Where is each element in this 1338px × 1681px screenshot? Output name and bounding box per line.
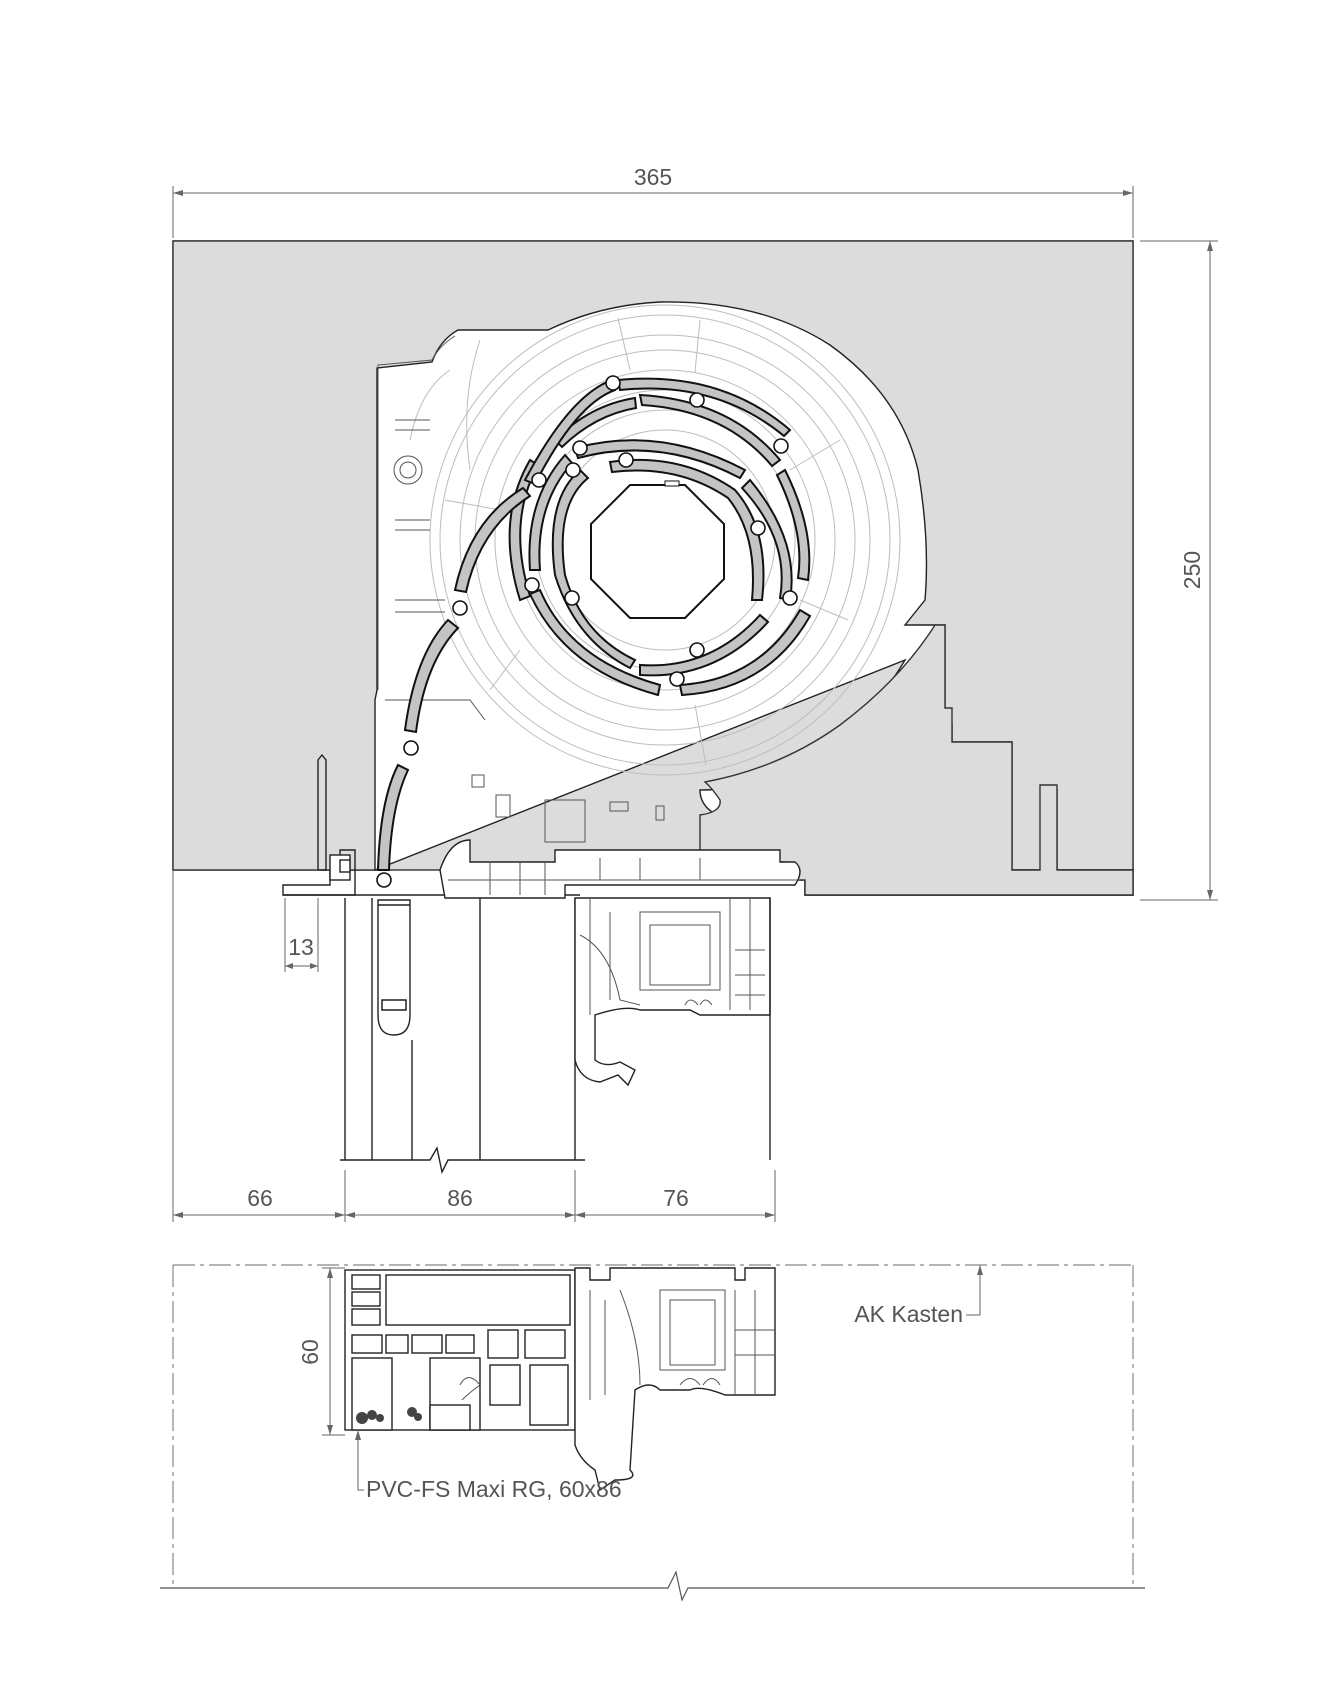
dimension-spans: 66 86 76 bbox=[172, 870, 776, 1222]
dimension-total-width: 365 bbox=[172, 164, 1134, 238]
guide-rail bbox=[282, 753, 356, 896]
dimension-height: 250 bbox=[1140, 240, 1218, 901]
shutter-slats bbox=[376, 375, 812, 888]
octagonal-shaft bbox=[590, 484, 725, 619]
box-label-text: AK Kasten bbox=[854, 1301, 963, 1327]
frame-detail bbox=[471, 774, 665, 843]
dimension-label-13: 13 bbox=[288, 934, 314, 960]
bottom-rail bbox=[377, 899, 411, 1036]
dimension-label-60: 60 bbox=[297, 1339, 323, 1365]
drum-end-cap bbox=[409, 304, 901, 776]
profile-label-text: PVC-FS Maxi RG, 60x86 bbox=[366, 1476, 622, 1502]
dimension-frame-offset: 13 bbox=[284, 898, 319, 972]
lower-frame-assembly bbox=[283, 839, 801, 1175]
dimension-label-86: 86 bbox=[447, 1185, 473, 1211]
dimension-label-250: 250 bbox=[1179, 551, 1205, 589]
dimension-label-66: 66 bbox=[247, 1185, 273, 1211]
dimension-label-76: 76 bbox=[663, 1185, 689, 1211]
window-frame-profile bbox=[344, 1267, 776, 1492]
dimension-label-365: 365 bbox=[634, 164, 672, 190]
dimension-profile-height: 60 bbox=[297, 1267, 345, 1436]
label-pvc-profile: PVC-FS Maxi RG, 60x86 bbox=[355, 1430, 622, 1502]
profile-detail-frame bbox=[160, 1264, 1145, 1602]
label-ak-kasten: AK Kasten bbox=[854, 1265, 983, 1327]
